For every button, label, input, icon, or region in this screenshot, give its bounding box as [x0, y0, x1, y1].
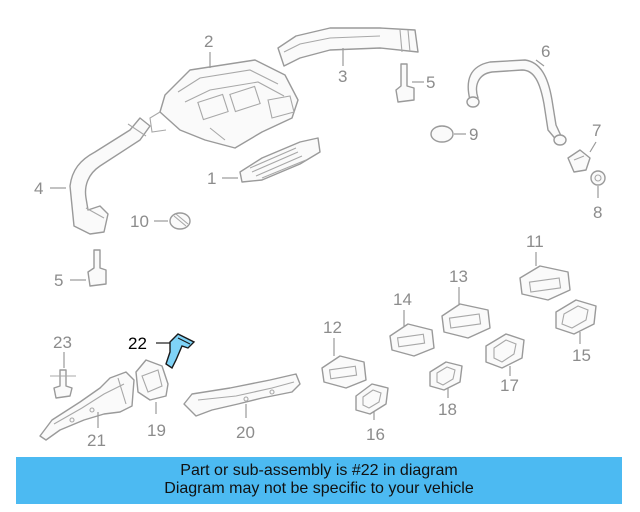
callout-11[interactable]: 11	[526, 232, 544, 251]
callout-10[interactable]: 10	[130, 212, 149, 231]
callout-20[interactable]: 20	[236, 423, 255, 442]
callout-8[interactable]: 8	[593, 203, 602, 222]
part-6-aspirator-hose[interactable]	[466, 59, 567, 146]
part-3-upper-duct[interactable]	[277, 27, 419, 67]
callout-5-upper[interactable]: 5	[426, 73, 435, 92]
part-23-clip[interactable]	[50, 369, 76, 399]
part-21-lower-duct[interactable]	[39, 371, 135, 441]
callout-4[interactable]: 4	[34, 179, 43, 198]
part-4-left-duct[interactable]	[69, 117, 151, 235]
callout-18[interactable]: 18	[438, 400, 457, 419]
part-1-center-grille[interactable]	[239, 137, 321, 183]
leader-line-6	[535, 59, 545, 67]
banner-line-1: Part or sub-assembly is #22 in diagram	[180, 462, 458, 479]
part-16-vent-bezel[interactable]	[355, 383, 389, 415]
callout-3[interactable]: 3	[338, 67, 347, 86]
part-5-clip-lower[interactable]	[87, 249, 107, 287]
part-12-vent[interactable]	[321, 355, 367, 389]
info-banner: Part or sub-assembly is #22 in diagram D…	[16, 457, 622, 504]
part-19-outlet-duct[interactable]	[135, 359, 169, 401]
callout-7[interactable]: 7	[592, 121, 601, 140]
callout-9[interactable]: 9	[469, 125, 478, 144]
callout-1[interactable]: 1	[207, 169, 216, 188]
part-18-vent-bezel[interactable]	[429, 361, 463, 391]
callout-6[interactable]: 6	[541, 42, 550, 61]
callout-16[interactable]: 16	[366, 425, 385, 444]
callout-2[interactable]: 2	[204, 32, 213, 51]
callout-5-lower[interactable]: 5	[54, 271, 63, 290]
part-20-rear-duct[interactable]	[183, 373, 301, 417]
part-11-side-vent[interactable]	[519, 265, 571, 301]
callout-19[interactable]: 19	[147, 421, 166, 440]
part-9-grommet[interactable]	[430, 125, 454, 143]
part-17-vent-bezel[interactable]	[485, 333, 525, 369]
leader-line-7	[589, 141, 597, 153]
callout-12[interactable]: 12	[323, 318, 342, 337]
callout-23[interactable]: 23	[53, 333, 72, 352]
banner-line-2: Diagram may not be specific to your vehi…	[164, 480, 474, 497]
part-22-connector-duct-highlighted[interactable]	[165, 333, 196, 370]
parts-diagram: 2 3 5 6 9 7 8 1	[34, 27, 606, 450]
part-2-air-distribution-housing[interactable]	[149, 59, 299, 149]
callout-14[interactable]: 14	[393, 290, 412, 309]
part-5-clip-upper[interactable]	[395, 63, 415, 103]
part-8-washer[interactable]	[590, 170, 606, 186]
part-14-vent[interactable]	[389, 323, 435, 357]
part-10-plug[interactable]	[169, 212, 191, 230]
callout-15[interactable]: 15	[572, 346, 591, 365]
callout-17[interactable]: 17	[500, 376, 519, 395]
callout-13[interactable]: 13	[449, 267, 468, 286]
callout-22[interactable]: 22	[128, 334, 147, 353]
callout-21[interactable]: 21	[87, 431, 106, 450]
part-7-temperature-sensor[interactable]	[567, 149, 591, 173]
part-13-vent[interactable]	[441, 303, 491, 339]
part-15-vent-bezel[interactable]	[555, 299, 597, 335]
